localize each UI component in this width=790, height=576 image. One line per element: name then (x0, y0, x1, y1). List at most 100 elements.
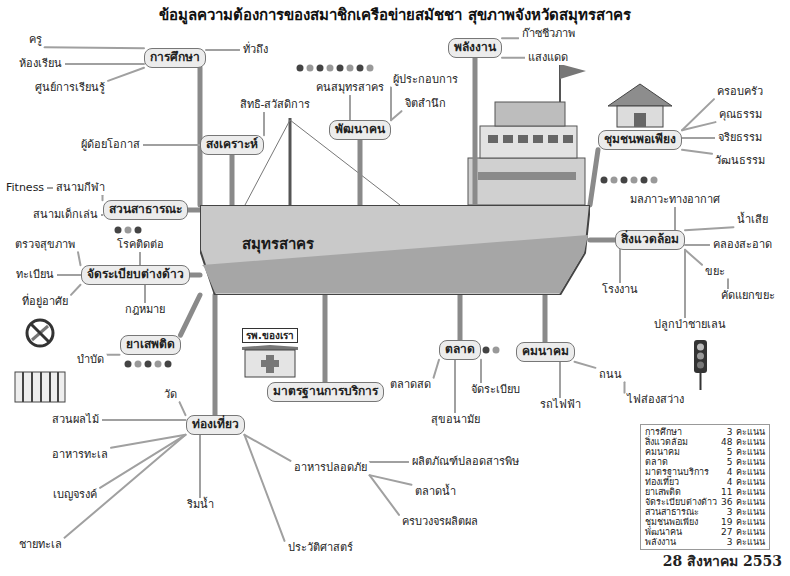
main-branch (213, 295, 218, 415)
node-label: ก๊าซชีวภาพ (522, 27, 575, 41)
sub-branch (245, 435, 291, 461)
main-branch (230, 155, 235, 205)
ship-rail (478, 172, 576, 180)
table-score: 4 (721, 467, 732, 477)
subtopic-node: ผลิตภัณฑ์ปลอดสารพิษ (409, 455, 522, 469)
node-label: ตรวจสุขภาพ (15, 238, 75, 252)
sub-branch (559, 362, 561, 398)
subtopic-node: สนามเด็กเล่น (30, 208, 101, 222)
vote-dot (641, 177, 648, 184)
sub-branch (684, 250, 686, 318)
subtopic-node: ประวัติศาสตร์ (285, 541, 356, 555)
subtopic-node: สิทธิ-สวัสดิการ (237, 98, 314, 112)
table-topic: ท่องเที่ยว (645, 477, 717, 487)
vote-dot (297, 65, 304, 72)
subtopic-node: ตลาดน้ำ (412, 485, 459, 499)
vote-dot (611, 177, 618, 184)
main-branch (458, 295, 463, 340)
hospital-roof (242, 345, 298, 350)
subtopic-node: ตรวจสุขภาพ (12, 238, 78, 252)
traffic-pole (700, 373, 702, 390)
subtopic-node: วัด (161, 388, 180, 402)
table-unit: คะแนน (736, 437, 765, 447)
node-label: รพ.ของเรา (246, 329, 294, 342)
subtopic-node: ปลูกป่าชายเลน (651, 318, 729, 332)
sub-branch (502, 57, 525, 59)
sub-branch (682, 122, 716, 130)
subtopic-node: โรคติดต่อ (114, 238, 167, 252)
subtopic-node: ชายทะเล (16, 538, 65, 552)
sub-branch (685, 244, 710, 246)
table-unit: คะแนน (736, 447, 765, 457)
node-label: ครอบครัว (717, 85, 763, 99)
sub-branch (100, 435, 186, 488)
node-label: ตลาดสด (390, 378, 431, 392)
vote-dot (651, 177, 658, 184)
node-label: คนสมุทรสาคร (316, 81, 384, 95)
node-label: ปลูกป่าชายเลน (654, 318, 726, 332)
jail-bar (31, 372, 33, 402)
sub-branch (685, 250, 702, 265)
node-label: ริมน้ำ (187, 498, 214, 512)
sub-branch (245, 435, 285, 541)
node-label: ทั่วถึง (243, 43, 268, 57)
hospital-sign: รพ.ของเรา (242, 328, 298, 343)
sub-branch (502, 37, 519, 39)
subtopic-node: สนามกีฬา (53, 181, 108, 195)
sub-branch (391, 111, 402, 120)
table-topic: จัดระเบียบต่างด้าว (645, 497, 717, 507)
node-label: ที่อยู่อาศัย (22, 295, 68, 309)
node-label: สมุทรสาคร (242, 235, 314, 255)
table-score: 3 (721, 427, 732, 437)
table-score: 3 (721, 507, 732, 517)
ship-mast (289, 118, 292, 205)
subtopic-node: รถไฟฟ้า (537, 398, 584, 412)
ship-bridge (495, 102, 565, 126)
topic-node: สวนสาธารณะ (103, 200, 188, 220)
subtopic-node: จิตสำนึก (402, 97, 449, 111)
vote-dot (125, 361, 132, 368)
table-unit: คะแนน (736, 427, 765, 437)
vote-dot (631, 177, 638, 184)
vote-dot (367, 65, 374, 72)
hull-outline (200, 205, 590, 295)
table-score: 5 (721, 457, 732, 467)
node-label: คัดแยกขยะ (721, 289, 775, 303)
subtopic-node: คัดแยกขยะ (718, 289, 778, 303)
node-label: วัฒนธรรม (715, 154, 765, 168)
subtopic-node: ที่อยู่อาศัย (19, 295, 71, 309)
topic-node: ตลาด (439, 340, 481, 360)
sub-branch (199, 435, 201, 498)
node-label: ครบวงจรผลิตผล (402, 515, 478, 529)
subtopic-node: ขยะ (702, 265, 728, 279)
node-label: ถนน (599, 368, 622, 382)
node-label: ทะเบียน (16, 268, 54, 282)
table-topic: ตลาด (645, 457, 717, 467)
table-unit: คะแนน (736, 487, 765, 497)
ship-window (488, 135, 498, 143)
jail (15, 372, 65, 402)
table-unit: คะแนน (736, 467, 765, 477)
ship-cabin (480, 126, 577, 158)
sub-branch (624, 382, 626, 393)
node-label: ผู้ประกอบการ (393, 73, 458, 87)
table-topic: พลังงาน (645, 537, 717, 547)
table-score: 3 (721, 537, 732, 547)
table-topic: สวนสาธารณะ (645, 507, 717, 517)
table-score: 27 (721, 527, 732, 537)
ship-flag (560, 64, 586, 79)
sub-branch (434, 360, 440, 378)
sub-branch (619, 250, 621, 283)
subtopic-node: โรงงาน (599, 283, 641, 297)
sub-branch (78, 252, 81, 265)
subtopic-node: จัดระเบียบ (468, 383, 523, 397)
subtopic-node: แสงแดด (525, 51, 571, 65)
node-label: ยาเสพติด (126, 337, 175, 353)
ship-window (503, 135, 513, 143)
node-label: คลองสะอาด (713, 238, 772, 252)
sub-branch (206, 49, 240, 51)
ship-rigging (245, 120, 290, 205)
sub-branch (45, 47, 145, 48)
main-branch (543, 295, 548, 342)
sub-branch (454, 360, 456, 413)
